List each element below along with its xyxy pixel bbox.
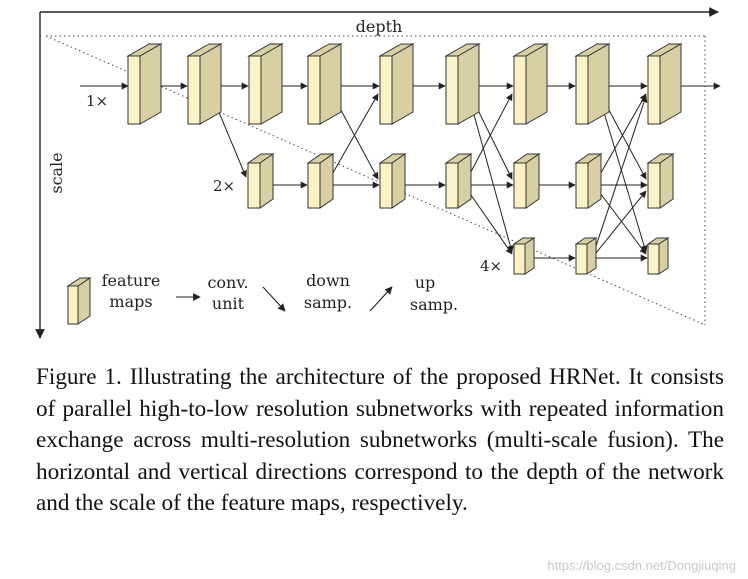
scale-2x-label: 2× xyxy=(213,177,235,195)
legend-up-arrow xyxy=(369,286,393,312)
legend-conv-text-1: conv. xyxy=(207,273,248,292)
watermark: https://blog.csdn.net/Dongjiuqing xyxy=(547,558,736,573)
feature-block-2x-6 xyxy=(574,153,603,209)
feature-block-2x-4 xyxy=(444,153,473,209)
feature-block-2x-7 xyxy=(646,153,675,209)
legend-down-text-1: down xyxy=(306,271,350,290)
feature-block-1x-6 xyxy=(444,43,481,125)
feature-block-1x-9 xyxy=(646,43,683,125)
feature-block-1x-5 xyxy=(378,43,415,125)
feature-block-4x-2 xyxy=(574,237,598,275)
legend-up-text-1: up xyxy=(415,273,436,292)
legend-down-text-2: samp. xyxy=(304,293,352,312)
legend-block-shape xyxy=(66,277,92,325)
feature-block-2x-5 xyxy=(512,153,541,209)
legend-up-text-2: samp. xyxy=(410,295,458,314)
feature-block-1x-4 xyxy=(306,43,343,125)
dotted-triangle xyxy=(45,35,706,326)
scale-1x-label: 1× xyxy=(86,92,108,110)
feature-block-1x-2 xyxy=(186,43,223,125)
legend-feature-text-1: feature xyxy=(102,271,161,290)
feature-block-2x-3 xyxy=(378,153,407,209)
connection-arrow-25 xyxy=(463,184,513,255)
feature-block-1x-7 xyxy=(512,43,549,125)
connection-arrow-28 xyxy=(593,93,647,186)
legend-feature-map-block xyxy=(66,277,92,325)
connection-arrow-21 xyxy=(325,93,379,186)
legend-feature-text-2: maps xyxy=(109,292,152,311)
connection-arrow-23 xyxy=(463,93,513,186)
feature-block-1x-3 xyxy=(247,43,284,125)
feature-block-4x-3 xyxy=(646,237,670,275)
connection-arrow-29 xyxy=(593,184,647,255)
legend: feature maps conv. unit down samp. up sa… xyxy=(66,271,458,325)
feature-block-4x-1 xyxy=(512,237,536,275)
feature-blocks xyxy=(126,43,683,275)
feature-block-2x-1 xyxy=(246,153,275,209)
scale-label: scale xyxy=(47,152,66,193)
hrnet-diagram: depth scale 1× 2× 4× feature maps conv. … xyxy=(35,7,721,339)
legend-conv-text-2: unit xyxy=(212,294,245,313)
figure-caption: Figure 1. Illustrating the architecture … xyxy=(36,364,724,517)
legend-down-arrow xyxy=(262,286,286,312)
scale-4x-label: 4× xyxy=(480,257,502,275)
feature-block-1x-1 xyxy=(126,43,163,125)
depth-label: depth xyxy=(356,17,403,36)
feature-block-2x-2 xyxy=(306,153,335,209)
connection-arrow-31 xyxy=(591,190,647,259)
feature-block-1x-8 xyxy=(574,43,611,125)
connection-arrow-30 xyxy=(591,95,648,259)
